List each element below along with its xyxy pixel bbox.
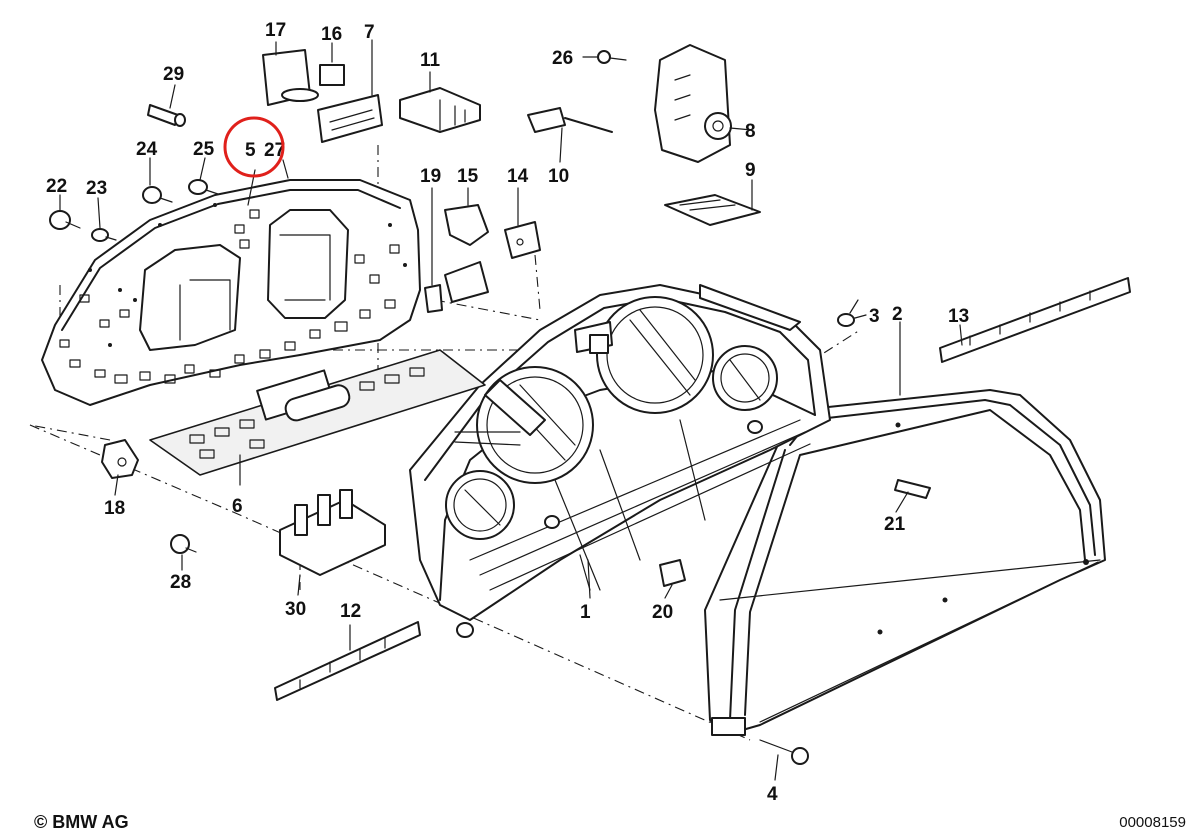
part-7-plug (317, 94, 383, 143)
callout-15: 15 (457, 166, 479, 187)
callout-22: 22 (46, 176, 67, 197)
part-22-bulb-holder (49, 210, 81, 230)
callout-10: 10 (548, 166, 569, 187)
part-26-screw (597, 50, 627, 64)
part-11-connector (399, 87, 481, 133)
part-23-bulb (91, 228, 117, 242)
part-2-housing-cover (704, 389, 1106, 736)
copyright-label: © BMW AG (34, 812, 129, 832)
callout-labels: 1 2 3 4 5 6 7 8 9 10 11 12 13 14 15 16 1… (46, 20, 969, 805)
callout-6: 6 (232, 496, 243, 517)
part-20-pin (659, 559, 686, 587)
part-13-symbol-strip (939, 277, 1131, 363)
part-14-bracket (504, 221, 541, 259)
callout-24: 24 (136, 139, 158, 160)
callout-13: 13 (948, 306, 969, 327)
callout-29: 29 (163, 64, 184, 85)
callout-11: 11 (420, 50, 441, 71)
callout-21: 21 (884, 514, 906, 535)
part-29-bulb (147, 104, 186, 127)
part-30-connector (279, 489, 386, 576)
part-28-bulb-holder (170, 534, 197, 554)
part-9-module-board (664, 194, 761, 226)
part-8-tachometer-module (654, 44, 732, 163)
callout-28: 28 (170, 572, 191, 593)
leader-lines (59, 39, 963, 781)
part-18-clip (101, 439, 139, 479)
part-5-circuit-carrier (41, 179, 421, 406)
callout-27: 27 (264, 140, 285, 161)
part-10-rheostat (527, 107, 613, 133)
part-25-bulb-holder (188, 179, 219, 195)
callout-14: 14 (507, 166, 529, 187)
callout-19: 19 (420, 166, 441, 187)
callout-18: 18 (104, 498, 125, 519)
callout-7: 7 (364, 22, 375, 43)
callout-16: 16 (321, 24, 342, 45)
part-17-holder (262, 49, 319, 106)
part-21-pin (894, 479, 931, 499)
part-19-bracket (424, 261, 489, 313)
callout-17: 17 (265, 20, 286, 41)
diagram-reference-number: 00008159 (1119, 814, 1186, 831)
callout-8: 8 (745, 121, 756, 142)
callout-20: 20 (652, 602, 673, 623)
highlight-circle-part-5 (223, 116, 285, 178)
callout-2: 2 (892, 304, 903, 325)
part-15-bracket (444, 204, 489, 246)
part-1-instrument-housing (409, 284, 831, 638)
callout-26: 26 (552, 48, 573, 69)
part-12-symbol-strip (274, 621, 421, 701)
part-16-lamp-socket (319, 64, 345, 86)
part-24-bulb-holder (142, 186, 173, 204)
callout-5: 5 (245, 140, 256, 161)
callout-3: 3 (869, 306, 880, 327)
callout-9: 9 (745, 160, 756, 181)
callout-1: 1 (580, 602, 591, 623)
callout-25: 25 (193, 139, 215, 160)
callout-30: 30 (285, 599, 306, 620)
part-3-screw (837, 299, 859, 327)
part-6-printed-circuit-board (149, 349, 486, 476)
part-4-screw (759, 739, 809, 765)
callout-4: 4 (767, 784, 778, 805)
callout-23: 23 (86, 178, 107, 199)
callout-12: 12 (340, 601, 361, 622)
